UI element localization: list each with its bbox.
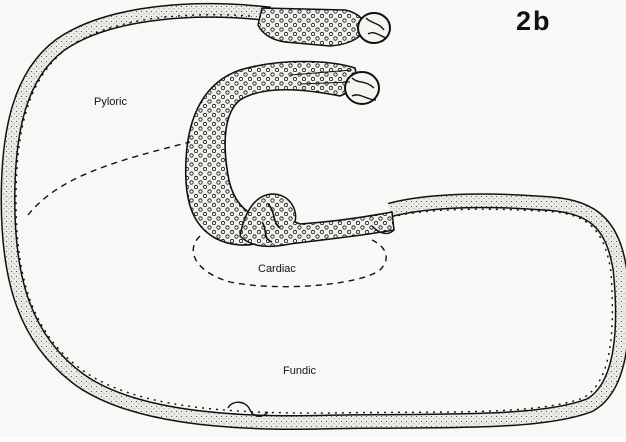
- pyloric-fold: [258, 8, 390, 46]
- pyloric-fold-body: [258, 8, 366, 46]
- fundic-region-label: Fundic: [283, 365, 316, 377]
- cardiac-junction: [240, 194, 394, 246]
- figure-number: 2b: [516, 6, 552, 37]
- pyloric-knob: [358, 13, 390, 43]
- cardiac-region-label: Cardiac: [258, 263, 296, 275]
- pyloric-fundic-boundary: [28, 142, 190, 215]
- cardiac-mound: [240, 194, 394, 246]
- pyloric-region-label: Pyloric: [94, 96, 127, 108]
